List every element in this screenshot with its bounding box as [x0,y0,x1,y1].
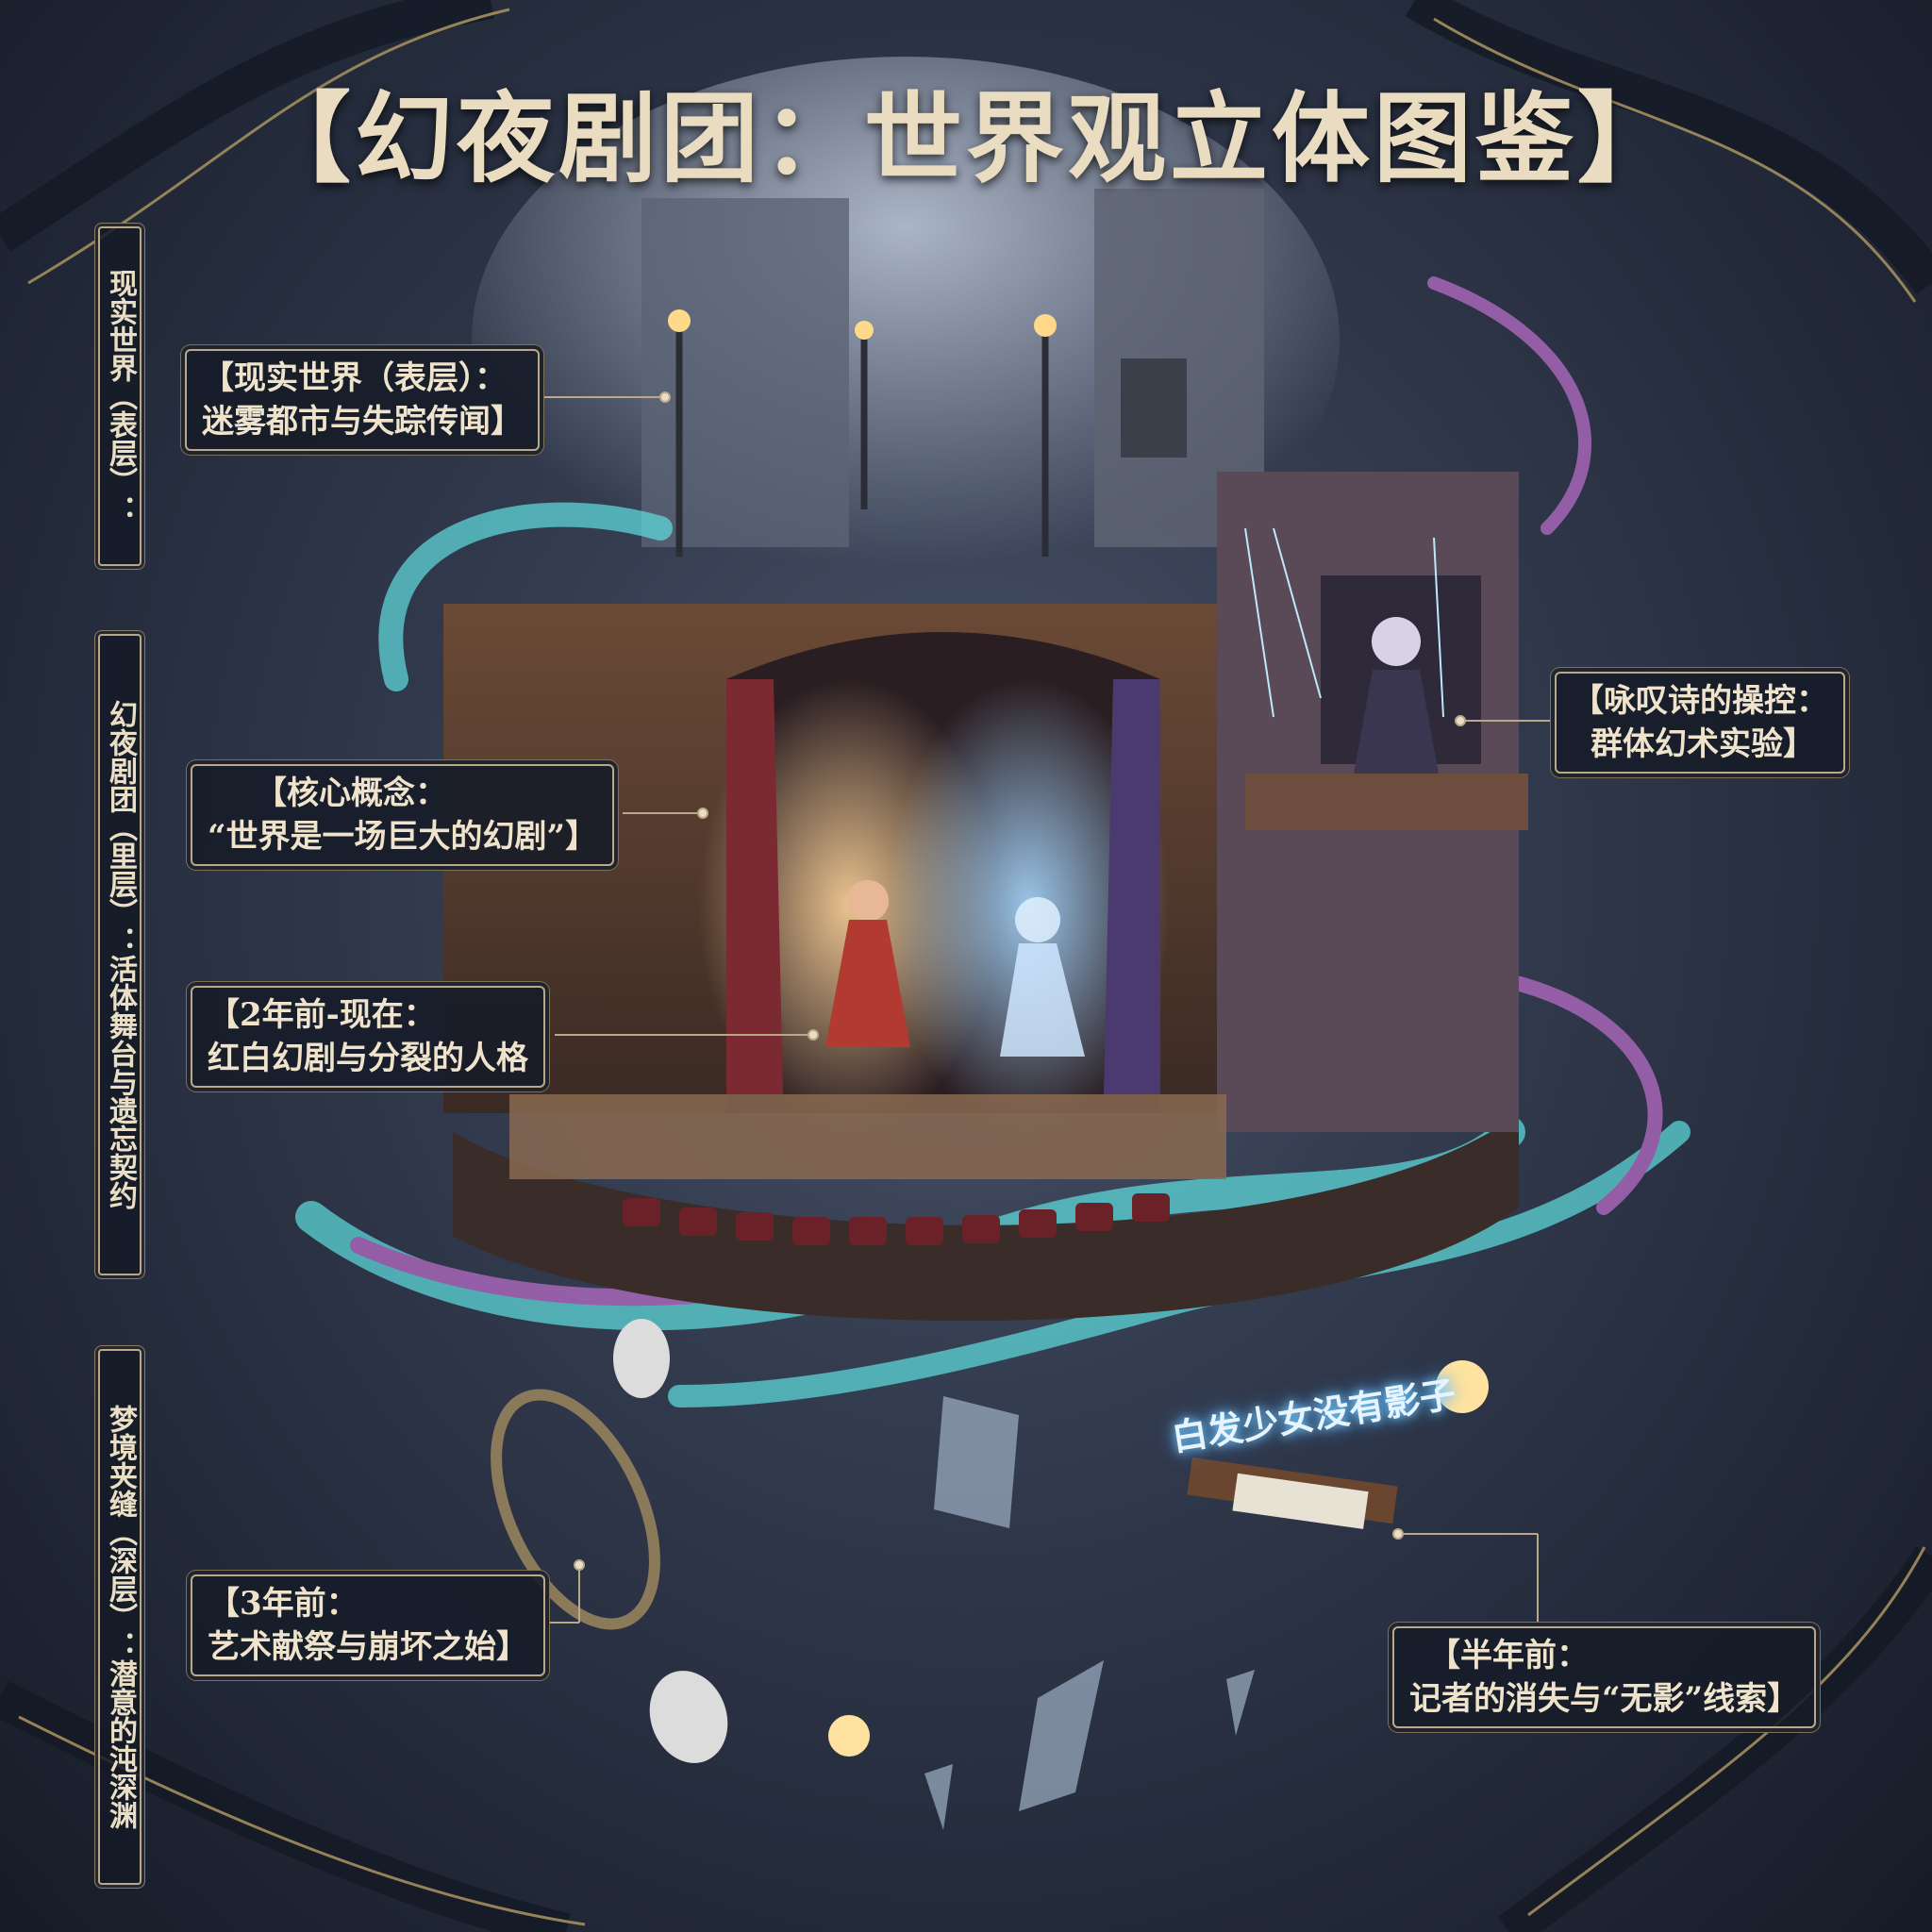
callout-line: “世界是一场巨大的幻剧”】 [208,818,598,856]
red-dress-girl [825,880,910,1047]
ghost-girl [1000,897,1085,1057]
leader-lines [542,391,1555,1626]
callout-core-concept: 【核心概念： “世界是一场巨大的幻剧”】 [191,764,615,866]
side-label-deep: 梦境夹缝（深层）：潜意的沌深渊 [98,1349,142,1885]
callout-line: 记者的消失与“无影”线索】 [1409,1680,1800,1718]
mask [613,1319,670,1398]
broken-mirror [491,1389,660,1630]
spotlight [1436,1360,1489,1413]
callout-line: 【半年前： [1428,1637,1589,1674]
callout-puppet: 【咏叹诗的操控： 群体幻术实验】 [1555,672,1845,774]
callout-line: 群体幻术实验】 [1591,725,1815,763]
notebook [1232,1473,1369,1529]
falling-debris [491,1319,1489,1830]
callout-half-year: 【半年前： 记者的消失与“无影”线索】 [1392,1626,1817,1728]
side-label-inner: 幻夜剧团（里层）：活体舞台与遗忘契约 [98,634,142,1275]
callout-line: 红白幻剧与分裂的人格 [208,1040,528,1077]
puppeteer-woman [1244,527,1444,774]
spotlight [828,1715,870,1757]
callout-line: 【2年前-现在： [208,996,436,1034]
callout-line: 【3年前： [208,1585,358,1623]
callout-two-years: 【2年前-现在： 红白幻剧与分裂的人格 [191,986,545,1088]
callout-reality: 【现实世界（表层）： 迷雾都市与失踪传闻】 [185,349,540,451]
foggy-street [472,57,1340,623]
side-label-surface: 现实世界（表层）： [98,226,142,566]
page-title: 【幻夜剧团：世界观立体图鉴】 [252,80,1679,196]
theater-stage [443,472,1528,1322]
callout-line: 迷雾都市与失踪传闻】 [202,403,523,441]
callout-line: 【现实世界（表层）： [202,359,507,397]
callout-three-years: 【3年前： 艺术献祭与崩坏之始】 [191,1574,545,1676]
mask [649,1671,728,1763]
theater-poster [1121,358,1187,458]
callout-line: 【咏叹诗的操控： [1572,682,1828,720]
callout-line: 艺术献祭与崩坏之始】 [208,1628,528,1666]
callout-line: 【核心概念： [255,774,447,812]
